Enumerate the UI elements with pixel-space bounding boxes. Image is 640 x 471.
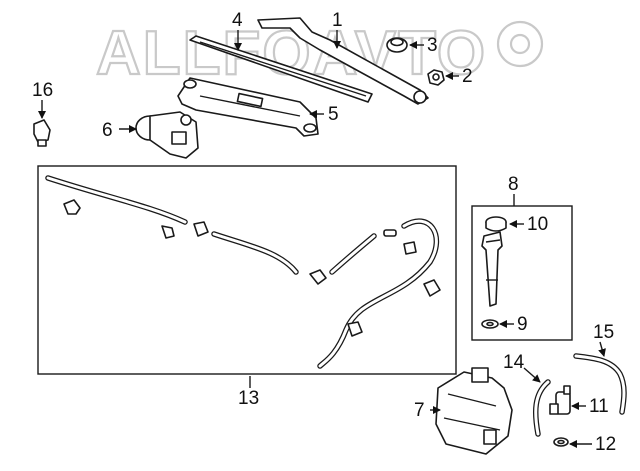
washer-reservoir-part xyxy=(435,367,513,455)
callout-3: 3 xyxy=(427,35,438,56)
wiper-linkage-part xyxy=(177,77,319,137)
callout-numbers: 1 2 3 4 5 6 7 8 9 10 11 12 13 14 15 16 xyxy=(32,10,616,455)
callout-15: 15 xyxy=(593,322,614,343)
washer-pump-part xyxy=(549,385,571,415)
filler-cap-part xyxy=(485,216,507,232)
callout-4: 4 xyxy=(232,10,243,31)
callout-13: 13 xyxy=(238,388,259,409)
callout-9: 9 xyxy=(517,314,528,335)
callout-5: 5 xyxy=(328,104,339,125)
pump-hose-part xyxy=(532,379,551,437)
callout-8: 8 xyxy=(508,174,519,195)
arm-cap-part xyxy=(386,37,408,53)
callout-2: 2 xyxy=(462,66,473,87)
leader-lines xyxy=(38,30,606,448)
outlet-hose-part xyxy=(573,353,627,415)
filler-neck-part xyxy=(481,231,503,307)
filler-neck-group-box xyxy=(471,194,573,341)
wiper-arm-part xyxy=(257,17,429,105)
callout-1: 1 xyxy=(332,10,343,31)
callout-11: 11 xyxy=(589,396,609,417)
callout-7: 7 xyxy=(414,400,425,421)
svg-text:ALLFOAVTO: ALLFOAVTO xyxy=(96,19,487,88)
nut-part xyxy=(427,69,445,86)
callout-6: 6 xyxy=(102,120,113,141)
seal-part xyxy=(481,319,499,329)
callout-16: 16 xyxy=(32,80,53,101)
pump-grommet-part xyxy=(553,437,569,447)
wiper-motor-part xyxy=(135,111,199,159)
callout-12: 12 xyxy=(595,434,616,455)
callout-14: 14 xyxy=(503,352,525,373)
callout-10: 10 xyxy=(527,214,548,235)
hose-assembly-box xyxy=(37,165,457,375)
watermark-logo: ALLFOAVTO xyxy=(95,18,544,89)
washer-nozzle-part xyxy=(33,119,51,147)
wiper-blade-part xyxy=(189,35,373,103)
